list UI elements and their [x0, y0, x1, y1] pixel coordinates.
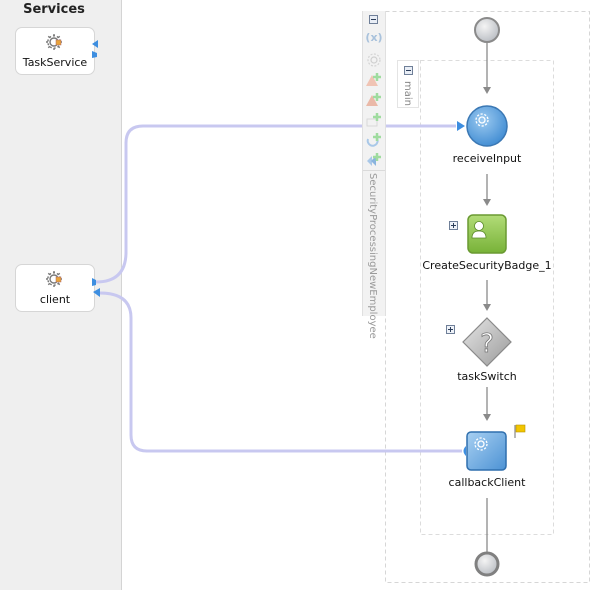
gear-icon [474, 437, 488, 451]
invoke-label: callbackClient [448, 476, 526, 489]
invoke-node[interactable] [466, 431, 507, 471]
gear-service-icon [46, 271, 62, 287]
service-label: client [39, 293, 71, 306]
question-icon: ? [480, 329, 494, 359]
gear-icon [475, 113, 489, 127]
port-icon [92, 51, 97, 58]
port-icon [92, 278, 96, 286]
palette-divider [363, 170, 385, 171]
gear-icon[interactable] [366, 52, 382, 68]
port-icon [463, 446, 466, 456]
human-task-node[interactable] [467, 214, 507, 254]
add-envelope-icon[interactable] [366, 112, 382, 128]
start-event[interactable] [474, 17, 500, 43]
scope-main-label: main [402, 81, 413, 106]
flag-icon[interactable] [514, 424, 526, 438]
service-label: TaskService [22, 56, 88, 69]
services-pane: Services TaskService client [0, 0, 122, 590]
switch-node[interactable]: ? [462, 317, 512, 367]
expand-switch-button[interactable] [446, 325, 455, 334]
user-icon [471, 221, 487, 239]
wire-client-to-receive[interactable] [95, 124, 456, 284]
collapse-main-button[interactable] [404, 66, 413, 75]
add-timer-icon[interactable] [366, 132, 382, 148]
add-fault-icon[interactable] [366, 72, 382, 88]
switch-label: taskSwitch [457, 370, 517, 383]
variables-icon[interactable]: (x) [365, 31, 383, 44]
receive-input-node[interactable] [466, 105, 508, 147]
service-client[interactable]: client [15, 264, 95, 312]
collapse-process-button[interactable] [369, 15, 378, 24]
human-task-label: CreateSecurityBadge_1 [422, 259, 552, 272]
scope-tab-main[interactable] [397, 60, 419, 108]
receive-input-label: receiveInput [452, 152, 522, 165]
gear-service-icon [46, 34, 62, 50]
port-triangle-icon [92, 40, 98, 48]
service-taskservice[interactable]: TaskService [15, 27, 95, 75]
services-title: Services [23, 2, 85, 17]
add-flow-icon[interactable] [366, 152, 382, 168]
arrow-icon [457, 121, 465, 131]
end-event[interactable] [474, 551, 500, 577]
port-triangle-icon [93, 288, 100, 297]
process-scope-border [385, 11, 590, 583]
process-name-label: SecurityProcessingNewEmployee [367, 173, 378, 339]
expand-human-task-button[interactable] [449, 221, 458, 230]
flow-connectors [483, 43, 491, 552]
wire-callback-to-client[interactable] [99, 291, 462, 453]
add-catch-icon[interactable] [366, 92, 382, 108]
